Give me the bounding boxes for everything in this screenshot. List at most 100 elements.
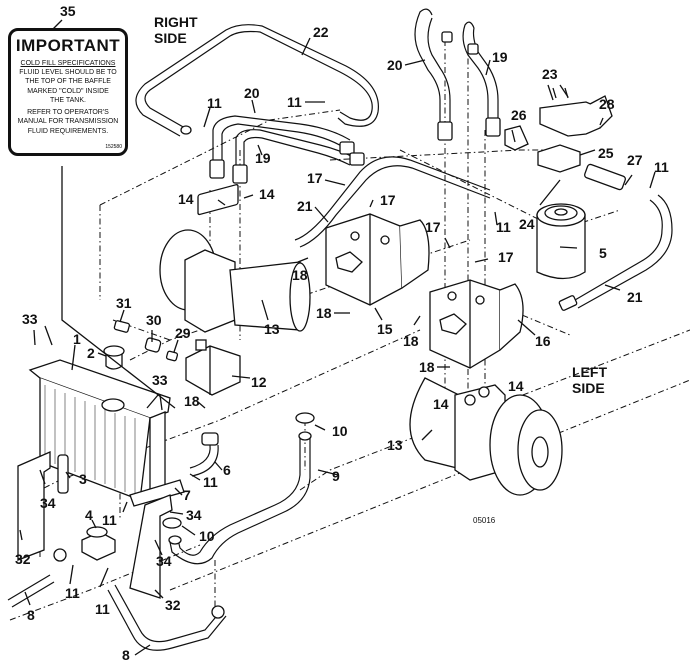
callout-26: 26 xyxy=(511,107,527,123)
callout-8: 8 xyxy=(122,647,130,663)
pump-16 xyxy=(429,279,524,369)
pump-15 xyxy=(325,213,430,306)
hose-9 xyxy=(162,412,315,565)
callout-11: 11 xyxy=(65,585,80,601)
callout-10: 10 xyxy=(332,423,348,439)
callout-2: 2 xyxy=(87,345,95,361)
callout-11: 11 xyxy=(287,94,302,110)
callout-17: 17 xyxy=(307,170,323,186)
decal-subtitle: COLD FILL SPECIFICATIONS xyxy=(20,60,116,67)
decal-title: IMPORTANT xyxy=(15,36,121,55)
callout-14: 14 xyxy=(508,378,524,394)
callout-21: 21 xyxy=(297,198,313,214)
callout-28: 28 xyxy=(599,96,615,112)
motor-13-left xyxy=(409,377,563,496)
callout-leaders xyxy=(19,37,656,656)
decal-line: REFER TO OPERATOR'S xyxy=(27,109,109,117)
decal-line: THE TOP OF THE BAFFLE xyxy=(25,78,111,86)
callout-6: 6 xyxy=(223,462,231,478)
callout-5: 5 xyxy=(599,245,607,261)
fitting-3 xyxy=(57,454,69,494)
callout-14: 14 xyxy=(178,191,194,207)
callout-33: 33 xyxy=(152,372,168,388)
callout-35: 35 xyxy=(60,3,76,19)
callout-18: 18 xyxy=(292,267,308,283)
callout-18: 18 xyxy=(184,393,200,409)
decal-leader xyxy=(61,166,176,409)
bracket-32-right xyxy=(129,494,173,599)
callout-22: 22 xyxy=(313,24,329,40)
callout-13: 13 xyxy=(264,321,280,337)
reservoir-tank-1 xyxy=(28,345,171,502)
callout-16: 16 xyxy=(535,333,551,349)
right-side-label-line2: SIDE xyxy=(154,30,187,46)
decal-part-code: 152580 xyxy=(105,144,122,150)
callout-11: 11 xyxy=(207,95,222,111)
hose-8 xyxy=(7,548,227,651)
decal-line: FLUID LEVEL SHOULD BE TO xyxy=(19,69,117,76)
callout-15: 15 xyxy=(377,321,393,337)
motor-13-right xyxy=(159,184,311,333)
callout-11: 11 xyxy=(654,159,669,175)
callout-19: 19 xyxy=(492,49,508,65)
hose-22 xyxy=(135,24,379,137)
callout-11: 11 xyxy=(203,474,218,490)
callout-25: 25 xyxy=(598,145,614,161)
right-side-label-line1: RIGHT xyxy=(154,14,198,30)
figure-id: 05016 xyxy=(473,516,496,525)
callout-32: 32 xyxy=(15,551,31,567)
valve-12 xyxy=(113,320,241,396)
hose-21 xyxy=(294,156,673,311)
callout-7: 7 xyxy=(183,487,191,503)
callout-8: 8 xyxy=(27,607,35,623)
callout-13: 13 xyxy=(387,437,403,453)
decal-line: MARKED "COLD" INSIDE xyxy=(27,87,109,95)
callout-1: 1 xyxy=(73,331,81,347)
callout-32: 32 xyxy=(165,597,181,613)
important-decal: IMPORTANT COLD FILL SPECIFICATIONS FLUID… xyxy=(8,28,128,156)
callout-14: 14 xyxy=(259,186,275,202)
decal-line: THE TANK. xyxy=(50,96,86,104)
callout-30: 30 xyxy=(146,312,162,328)
decal-line: FLUID REQUIREMENTS. xyxy=(27,127,109,135)
hoses-19-20-left xyxy=(414,8,501,141)
callout-34: 34 xyxy=(186,507,202,523)
callout-11: 11 xyxy=(102,512,117,528)
callout-33: 33 xyxy=(22,311,38,327)
left-side-label-line1: LEFT xyxy=(572,364,607,380)
filter-assembly xyxy=(504,87,626,280)
callout-14: 14 xyxy=(433,396,449,412)
hose-6-7 xyxy=(129,432,219,507)
callout-29: 29 xyxy=(175,325,191,341)
callout-10: 10 xyxy=(199,528,215,544)
decal-line: MANUAL FOR TRANSMISSION xyxy=(17,118,119,126)
left-side-label-line2: SIDE xyxy=(572,380,605,396)
bracket-32-left xyxy=(17,451,51,561)
callout-9: 9 xyxy=(332,468,340,484)
callout-20: 20 xyxy=(387,57,403,73)
callout-17: 17 xyxy=(425,219,441,235)
callout-24: 24 xyxy=(519,216,535,232)
callout-11: 11 xyxy=(496,219,511,235)
callout-17: 17 xyxy=(498,249,514,265)
callout-23: 23 xyxy=(542,66,558,82)
callout-12: 12 xyxy=(251,374,267,390)
callout-19: 19 xyxy=(255,150,271,166)
callout-34: 34 xyxy=(156,553,172,569)
callout-18: 18 xyxy=(419,359,435,375)
callout-34: 34 xyxy=(40,495,56,511)
callout-31: 31 xyxy=(116,295,132,311)
valve-4 xyxy=(81,526,116,561)
callout-18: 18 xyxy=(403,333,419,349)
callout-17: 17 xyxy=(380,192,396,208)
callout-numbers: 35 22 11 11 20 19 20 19 23 28 26 25 27 1… xyxy=(15,3,669,663)
callout-3: 3 xyxy=(79,471,87,487)
callout-27: 27 xyxy=(627,152,643,168)
callout-20: 20 xyxy=(244,85,260,101)
callout-11: 11 xyxy=(95,601,110,617)
callout-21: 21 xyxy=(627,289,643,305)
hoses-19-20-right xyxy=(209,115,365,184)
callout-18: 18 xyxy=(316,305,332,321)
